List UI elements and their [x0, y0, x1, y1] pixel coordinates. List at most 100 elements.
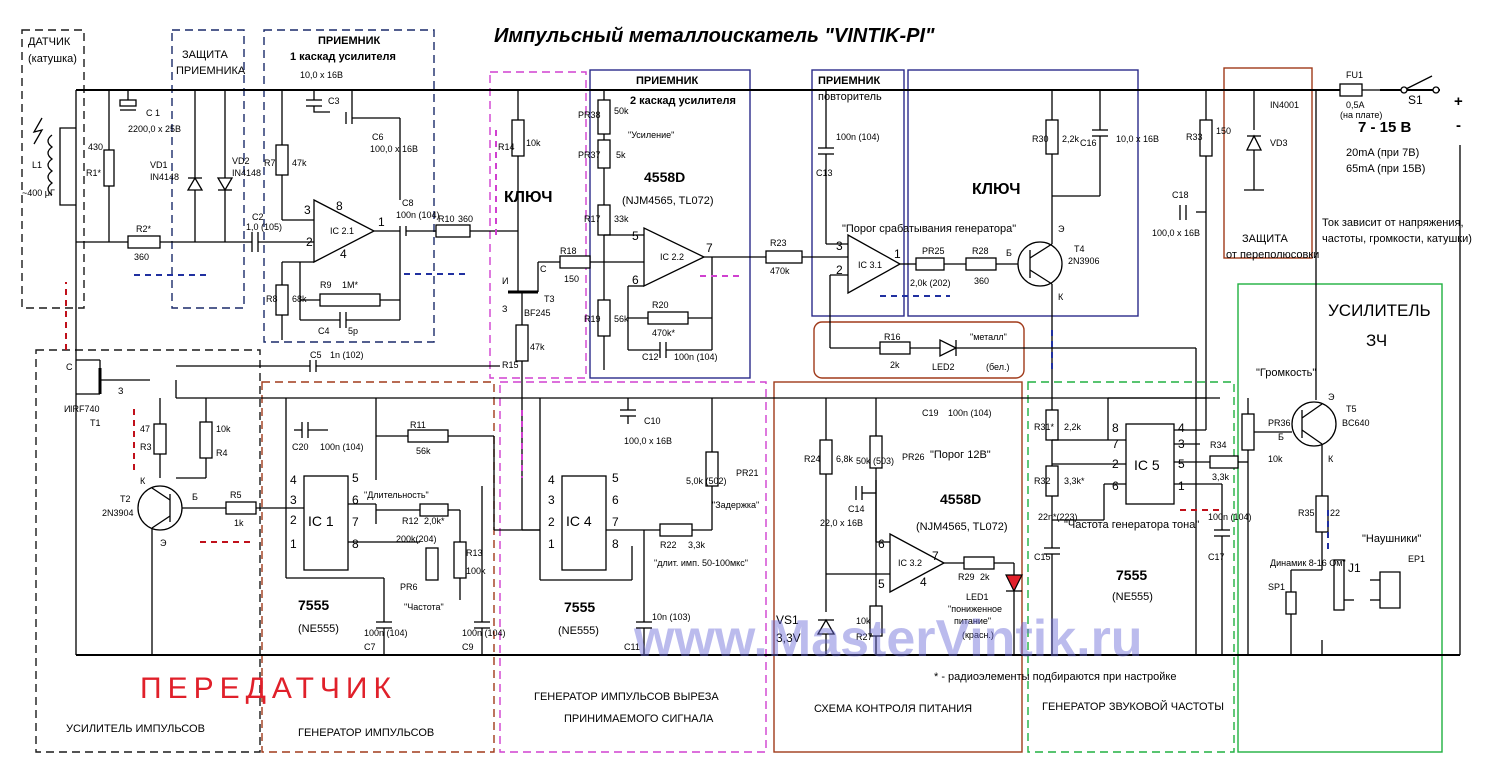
pr21-label: PR21	[736, 468, 759, 478]
svg-text:4: 4	[1178, 421, 1185, 435]
c19-label: C19	[922, 408, 939, 418]
r16-value: 2k	[890, 360, 900, 370]
c12-value: 100n (104)	[674, 352, 718, 362]
r2-value: 360	[134, 252, 149, 262]
pulse-amp-label: УСИЛИТЕЛЬ ИМПУЛЬСОВ	[66, 723, 205, 735]
t4-transistor	[1017, 241, 1063, 287]
cut-gen-label-sub: ПРИНИМАЕМОГО СИГНАЛА	[564, 713, 714, 725]
tone-gen-section	[1044, 397, 1248, 655]
ic22-opamp	[643, 226, 706, 288]
c7-label: C7	[364, 642, 376, 652]
box-sensor	[21, 29, 85, 309]
transmitter-section	[76, 359, 540, 655]
r2-resistor	[127, 235, 161, 249]
svg-text:8: 8	[1112, 421, 1119, 435]
timer1-name: 7555	[298, 597, 329, 613]
c1-capacitor	[119, 99, 137, 107]
t5-value: BC640	[1342, 418, 1370, 428]
svg-text:3: 3	[304, 203, 311, 217]
r7-resistor	[275, 144, 289, 176]
section-boxes	[21, 29, 1443, 753]
r8-value: 68k	[292, 294, 307, 304]
r2-label: R2*	[136, 224, 152, 234]
vs1-label: VS1	[776, 613, 799, 627]
ic4-label: IC 4	[566, 513, 592, 529]
pulse-gen-label: ГЕНЕРАТОР ИМПУЛЬСОВ	[298, 727, 434, 739]
vs1-value: 3,3V	[776, 631, 801, 645]
pr6-label: PR6	[400, 582, 418, 592]
svg-text:5: 5	[612, 471, 619, 485]
c8-value: 100n (104)	[396, 210, 440, 220]
t5-label: T5	[1346, 404, 1357, 414]
texts: Импульсный металлоискатель "VINTIK-PI" Д…	[22, 25, 1472, 739]
r14-label: R14	[498, 142, 515, 152]
r4-label: R4	[216, 448, 228, 458]
current-note-sub: частоты, громкости, катушки)	[1322, 233, 1472, 245]
c4-label: C4	[318, 326, 330, 336]
r12-resistor	[419, 503, 449, 517]
ep1-headphones-icon	[1379, 571, 1401, 609]
r32-label: R32	[1034, 476, 1051, 486]
key1-section	[508, 90, 644, 531]
r10-resistor	[435, 224, 471, 238]
c3-label: C3	[328, 96, 340, 106]
c20-value: 100n (104)	[320, 442, 364, 452]
t4-label: T4	[1074, 244, 1085, 254]
r3-label: R3	[140, 442, 152, 452]
ic5-chip	[1125, 423, 1175, 505]
svg-text:7: 7	[706, 241, 713, 255]
pr21-value: 5,0k (502)	[686, 476, 727, 486]
c11-label: C11	[624, 642, 640, 652]
r10-label: R10	[438, 214, 455, 224]
speaker-label: Динамик 8-16 Ом"	[1270, 558, 1346, 568]
pr38-label: PR38	[578, 110, 601, 120]
transmitter-label: ПЕРЕДАТЧИК	[140, 672, 397, 705]
c1-value: 2200,0 x 25В	[128, 124, 181, 134]
ic31-opamp	[847, 233, 902, 295]
r28-value: 360	[974, 276, 989, 286]
r29-resistor	[963, 556, 995, 570]
coil-l1	[47, 134, 54, 196]
t4-value: 2N3906	[1068, 256, 1100, 266]
c12-label: C12	[642, 352, 659, 362]
note-star: * - радиоэлементы подбираются при настро…	[934, 671, 1176, 683]
rx-stage1-heading-sub: 1 каскад усилителя	[290, 51, 396, 63]
opamp2-alt: (NJM4565, TL072)	[916, 521, 1008, 533]
t2-label: T2	[120, 494, 131, 504]
pr38-value: 50k	[614, 106, 629, 116]
rx-stage2-heading-sub: 2 каскад усилителя	[630, 95, 736, 107]
led2-label: LED2	[932, 362, 955, 372]
svg-text:3: 3	[836, 239, 843, 253]
r31-value: 2,2k	[1064, 422, 1082, 432]
c5-label: C5	[310, 350, 322, 360]
svg-text:1: 1	[290, 537, 297, 551]
pr36-pot	[1241, 413, 1255, 451]
coil-value: ~400 μГ	[22, 188, 55, 198]
r20-value: 470k*	[652, 328, 676, 338]
pr36-label: PR36	[1268, 418, 1291, 428]
r3-value: 47	[140, 424, 150, 434]
tone-gen-label: ГЕНЕРАТОР ЗВУКОВОЙ ЧАСТОТЫ	[1042, 700, 1224, 713]
timer4-name: 7555	[564, 599, 595, 615]
box-power-ctrl	[773, 381, 1023, 753]
fuse-value: 0,5A	[1346, 100, 1365, 110]
box-cut-gen	[499, 381, 767, 753]
r24-value: 6,8k	[836, 454, 854, 464]
c6-label: C6	[372, 132, 384, 142]
timer5-alt: (NE555)	[1112, 591, 1153, 603]
r34-value: 3,3k	[1212, 472, 1230, 482]
r27-value: 10k	[856, 616, 871, 626]
pr25-pot	[915, 257, 945, 271]
pr37-label: PR37	[578, 150, 601, 160]
r17-value: 33k	[614, 214, 629, 224]
c17-value: 100n (104)	[1208, 512, 1252, 522]
svg-text:2: 2	[836, 263, 843, 277]
ic32-opamp	[889, 532, 946, 594]
cut-gen-label: ГЕНЕРАТОР ИМПУЛЬСОВ ВЫРЕЗА	[534, 691, 719, 703]
c20-label: C20	[292, 442, 309, 452]
current-note: Ток зависит от напряжения,	[1322, 217, 1464, 229]
fu1-fuse	[1339, 83, 1363, 97]
c14-label: C14	[848, 504, 865, 514]
r29-value: 2k	[980, 572, 990, 582]
